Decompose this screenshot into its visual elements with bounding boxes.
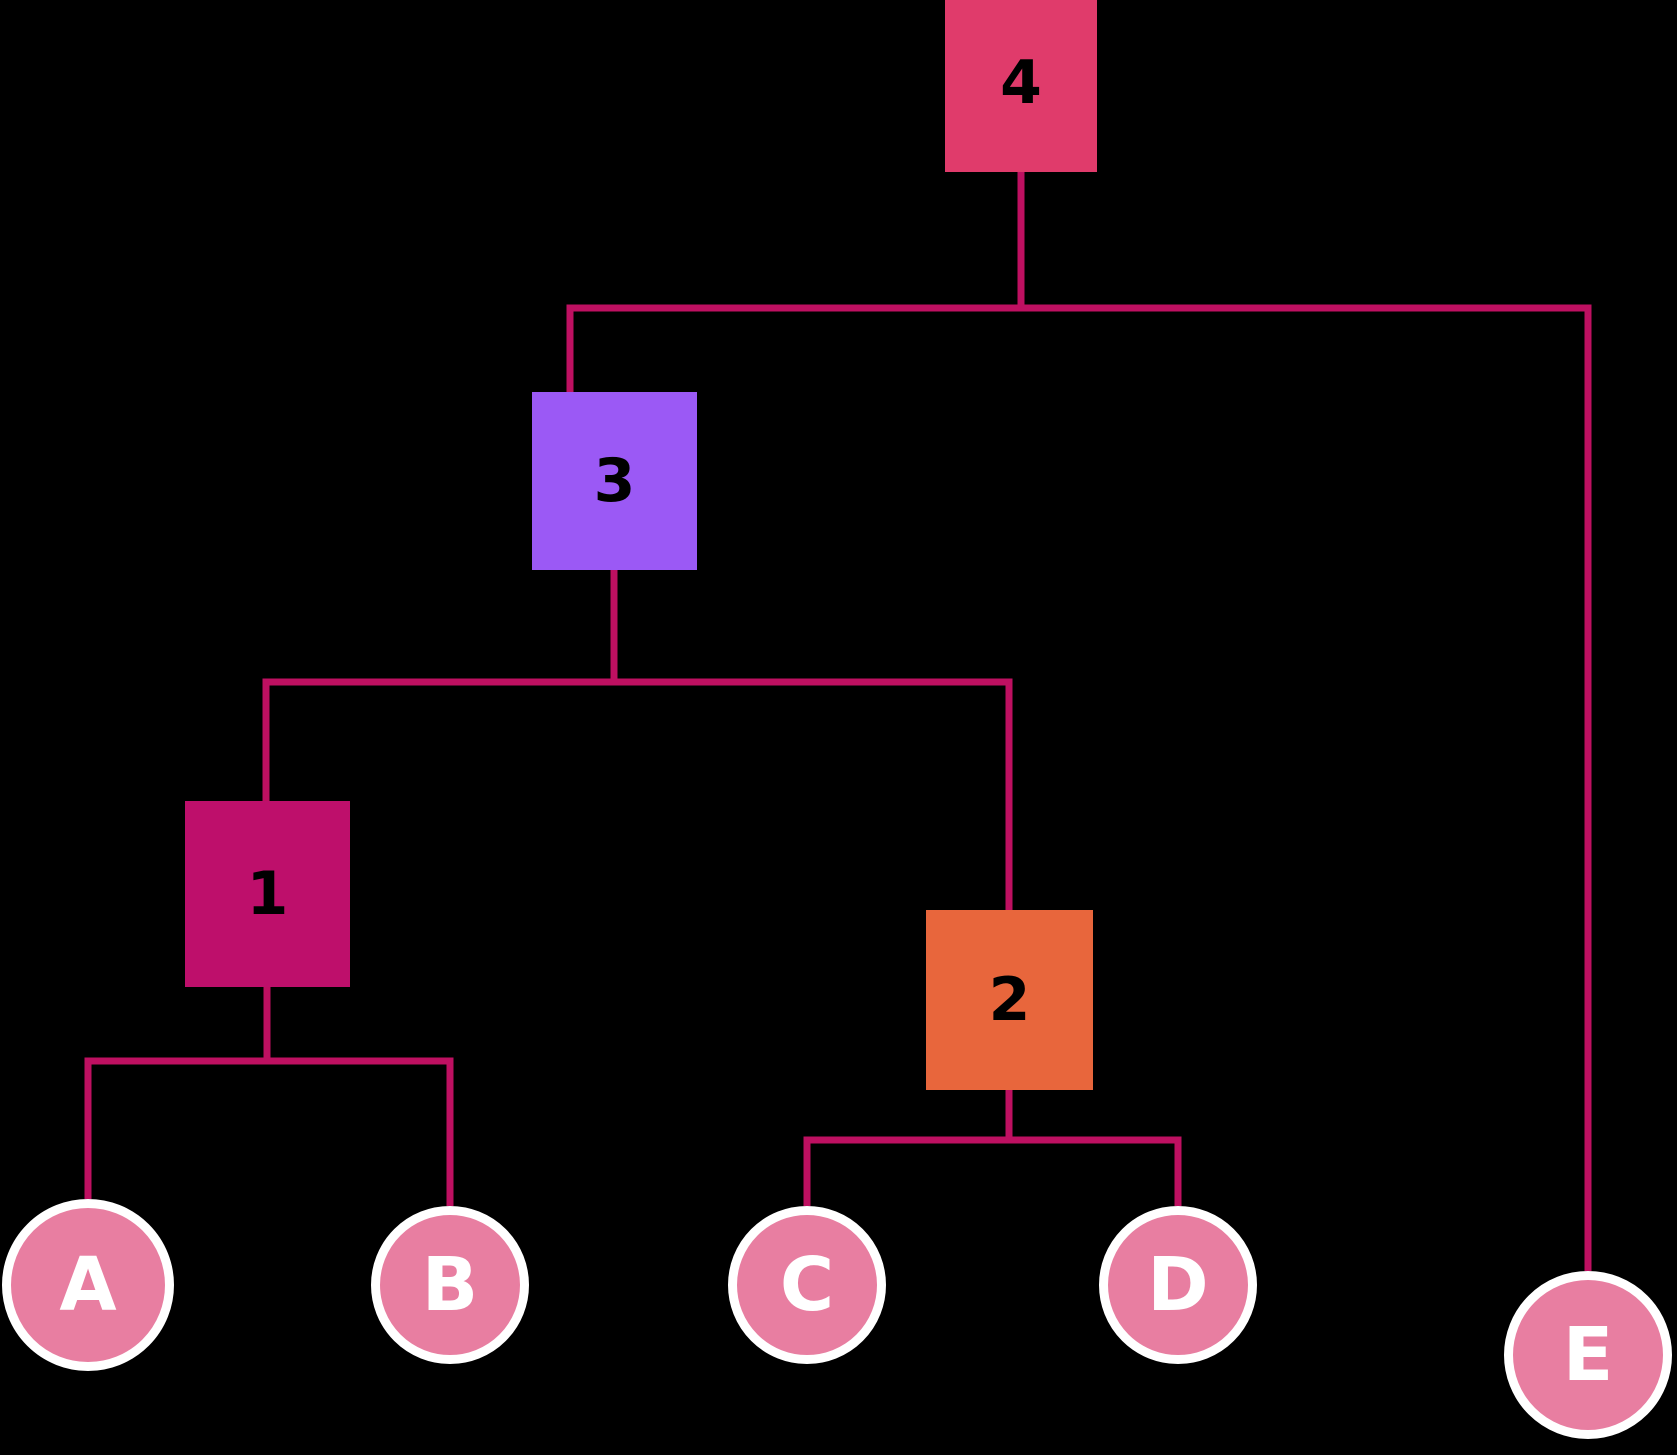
- edge-n3-to-n1: [262, 570, 618, 801]
- leaf-node-c-label: C: [779, 1242, 835, 1328]
- edge-n1-to-lB: [263, 987, 454, 1206]
- leaf-node-a[interactable]: A: [2, 1199, 174, 1371]
- node-2[interactable]: 2: [926, 910, 1093, 1090]
- leaf-node-e-label: E: [1562, 1312, 1614, 1398]
- node-1[interactable]: 1: [185, 801, 350, 987]
- node-1-label: 1: [246, 859, 289, 929]
- leaf-node-d[interactable]: D: [1099, 1206, 1257, 1364]
- leaf-node-d-label: D: [1147, 1242, 1209, 1328]
- leaf-node-a-label: A: [59, 1242, 117, 1328]
- node-4[interactable]: 4: [945, 0, 1097, 172]
- node-3-label: 3: [593, 446, 636, 516]
- leaf-node-e[interactable]: E: [1504, 1271, 1672, 1439]
- node-2-label: 2: [988, 965, 1031, 1035]
- edge-n1-to-lA: [84, 987, 271, 1199]
- edge-n4-to-lE: [1017, 172, 1592, 1271]
- edge-n2-to-lC: [803, 1090, 1013, 1206]
- edge-n4-to-n3: [566, 172, 1025, 392]
- leaf-node-b[interactable]: B: [371, 1206, 529, 1364]
- node-3[interactable]: 3: [532, 392, 697, 570]
- node-4-label: 4: [1000, 48, 1042, 118]
- edge-n3-to-n2: [610, 570, 1013, 910]
- leaf-node-c[interactable]: C: [728, 1206, 886, 1364]
- leaf-node-b-label: B: [421, 1242, 479, 1328]
- edge-n2-to-lD: [1005, 1090, 1182, 1206]
